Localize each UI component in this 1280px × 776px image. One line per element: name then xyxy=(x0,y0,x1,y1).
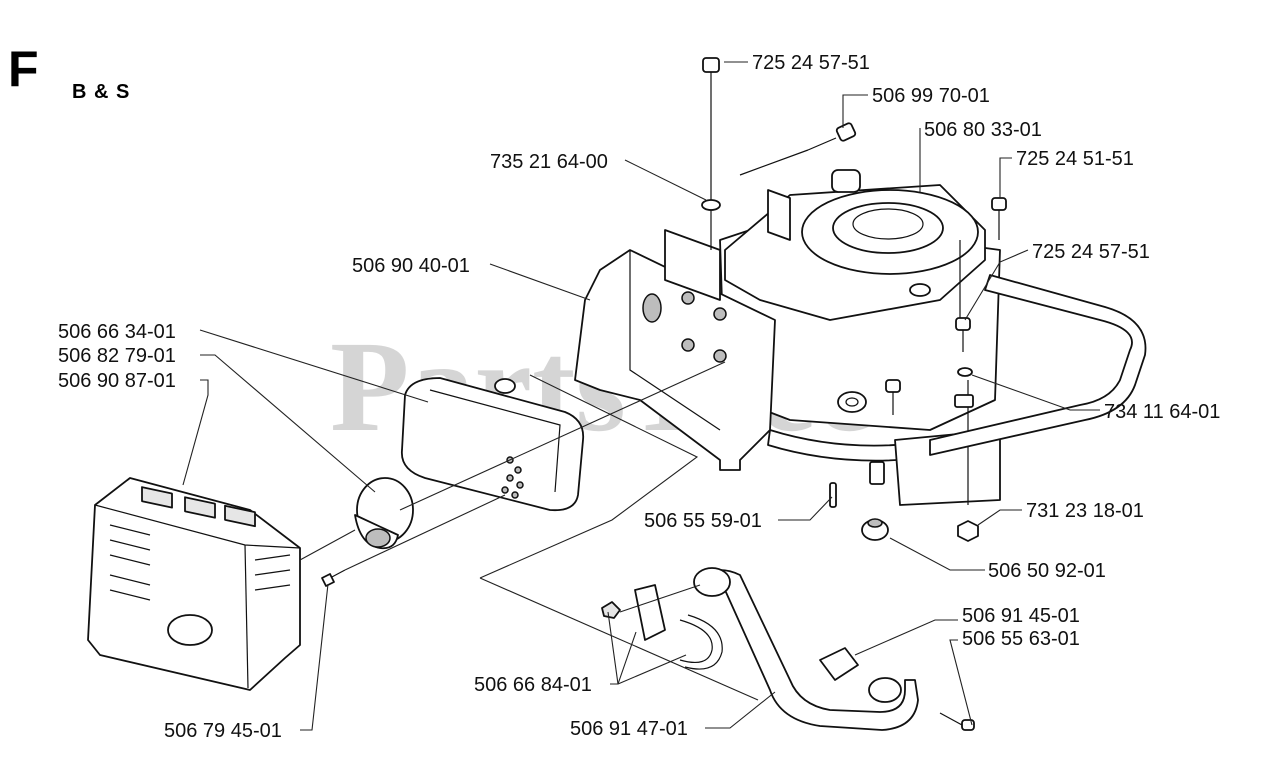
engine-label: B & S xyxy=(72,81,131,103)
fasteners xyxy=(321,57,1007,731)
callout-label: 506 80 33-01 xyxy=(924,119,1042,141)
callout-label: 506 55 63-01 xyxy=(962,628,1080,650)
callout-leaders xyxy=(182,61,1100,731)
exhaust-elbow xyxy=(354,477,414,550)
callout-label: 731 23 18-01 xyxy=(1026,500,1144,522)
callout-label: 725 24 57-51 xyxy=(752,52,870,74)
callout-labels: 725 24 57-51 506 99 70-01 506 80 33-01 7… xyxy=(58,52,1220,742)
callout-label: 506 82 79-01 xyxy=(58,345,176,367)
assembly-guides xyxy=(299,361,759,701)
callout-label: 506 99 70-01 xyxy=(872,85,990,107)
callout-label: 506 91 47-01 xyxy=(570,718,688,740)
callout-label: 506 66 34-01 xyxy=(58,321,176,343)
callout-label: 506 90 87-01 xyxy=(58,370,176,392)
engine-bracket xyxy=(574,189,791,471)
clamp-assembly xyxy=(601,584,723,670)
callout-label: 506 55 59-01 xyxy=(644,510,762,532)
callout-label: 506 79 45-01 xyxy=(164,720,282,742)
callout-label: 735 21 64-00 xyxy=(490,151,608,173)
callout-label: 506 66 84-01 xyxy=(474,674,592,696)
exhaust-pipe xyxy=(693,567,919,731)
muffler xyxy=(401,377,585,512)
callout-label: 506 50 92-01 xyxy=(988,560,1106,582)
heat-shield xyxy=(87,477,301,691)
callout-label: 734 11 64-01 xyxy=(1104,401,1220,423)
callout-label: 725 24 57-51 xyxy=(1032,241,1150,263)
callout-label: 506 91 45-01 xyxy=(962,605,1080,627)
callout-label: 725 24 51-51 xyxy=(1016,148,1134,170)
section-letter: F xyxy=(8,41,39,97)
callout-label: 506 90 40-01 xyxy=(352,255,470,277)
